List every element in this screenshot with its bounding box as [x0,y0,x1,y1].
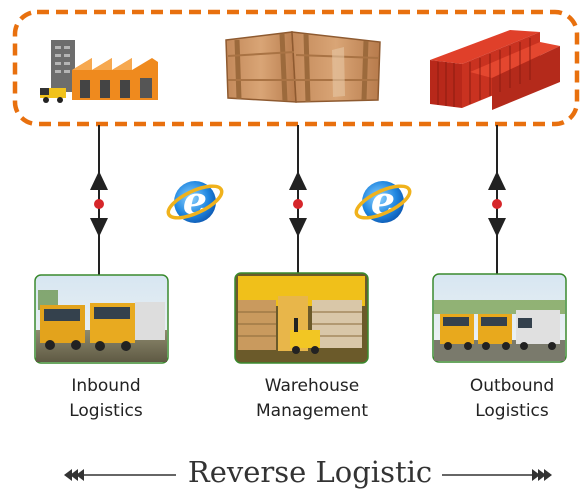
connector-inbound [90,125,108,276]
warehouse-photo-icon [234,272,369,364]
internet-explorer-icon: e [354,178,412,223]
connector-warehouse [289,125,307,276]
label-line: Inbound [71,376,141,396]
label-line: Logistics [69,401,143,421]
node-label-inbound: Inbound Logistics [31,374,181,424]
junction-dot [94,199,104,209]
internet-explorer-icon: e [166,178,224,223]
connector-outbound [488,125,506,276]
node-label-warehouse: Warehouse Management [237,374,387,424]
left-chevron-icon [64,469,84,481]
label-line: Logistics [475,401,549,421]
right-chevron-icon [532,469,552,481]
shipping-containers-icon [430,30,560,110]
fleet-photo-icon [432,273,567,363]
node-label-outbound: Outbound Logistics [437,374,587,424]
reverse-logistic-title: Reverse Logistic [187,455,433,489]
junction-dot [293,199,303,209]
label-line: Outbound [469,376,555,396]
top-dashed-frame [12,9,580,127]
factory-icon [40,40,158,103]
junction-dot [492,199,502,209]
reverse-flow-arrow [64,469,552,481]
trucks-photo-icon [34,274,169,364]
label-line: Management [256,401,368,421]
wooden-crates-icon [225,31,381,103]
label-line: Warehouse [264,376,360,396]
